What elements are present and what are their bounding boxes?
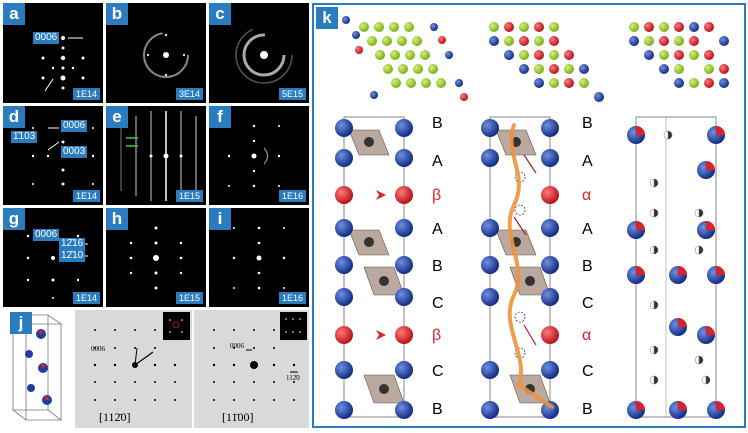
stack-label: β	[432, 327, 442, 344]
panel-label-k: k	[316, 7, 338, 29]
simulated-pattern-2: 0006 112̄0 [11̄00]	[194, 310, 309, 428]
panel-label-j: j	[10, 312, 32, 334]
dose-label-a: 1E14	[72, 88, 100, 100]
top-projection-lattices	[342, 16, 729, 102]
diffraction-pattern	[143, 32, 189, 78]
panel-d: d 1̄103 0006 0003 1E14	[3, 106, 103, 205]
crystal-structure-diagram	[335, 16, 729, 419]
index-label-1216: 12̄16	[59, 238, 86, 250]
panel-label-e: e	[106, 106, 128, 128]
simulated-pattern-1: 0006 [112̄0]	[75, 310, 192, 428]
panel-e: e 1E15	[106, 106, 206, 205]
panel-c: c 5E15	[209, 3, 309, 103]
stack-label: α	[582, 187, 592, 204]
stack-label: A	[432, 153, 443, 170]
stack-label: C	[432, 363, 444, 380]
dose-label-g: 1E14	[72, 292, 100, 304]
dose-label-i: 1E16	[278, 292, 306, 304]
panel-label-h: h	[106, 208, 128, 230]
structure-column-2	[481, 116, 559, 419]
sim2-zone-label: [11̄00]	[222, 410, 254, 424]
structure-column-3	[627, 116, 725, 419]
stack-label: B	[432, 115, 443, 132]
index-label-0006: 0006	[61, 120, 88, 132]
diffraction-pattern	[120, 111, 197, 201]
panel-i: i 1E16	[209, 208, 309, 307]
stack-label: C	[582, 295, 594, 312]
panel-label-i: i	[209, 208, 231, 230]
dose-label-h: 1E15	[175, 292, 203, 304]
panel-label-b: b	[106, 3, 128, 25]
dose-label-e: 1E15	[175, 190, 203, 202]
index-label-1210: 12̄10	[59, 250, 86, 262]
stack-label: B	[582, 258, 593, 275]
panel-label-a: a	[3, 3, 25, 25]
panel-label-g: g	[3, 208, 25, 230]
stack-label: B	[432, 401, 443, 418]
stack-label: C	[582, 363, 594, 380]
diffraction-pattern	[129, 226, 183, 290]
index-label-0006: 0006	[33, 229, 60, 241]
panel-a: a 0006 1E14	[3, 3, 103, 103]
simulated-spots	[93, 312, 190, 401]
stack-label: A	[432, 221, 443, 238]
panel-label-f: f	[209, 106, 231, 128]
unit-cell-sketch	[11, 314, 63, 421]
stack-label: C	[432, 295, 444, 312]
stack-label: B	[432, 258, 443, 275]
structure-column-1	[335, 116, 413, 419]
sim2-index-1120: 112̄0	[286, 374, 300, 382]
stack-label: A	[582, 221, 593, 238]
panel-k: k	[312, 3, 746, 428]
panel-f: f 1E16	[209, 106, 309, 205]
diffraction-pattern	[41, 36, 85, 92]
panel-label-c: c	[209, 3, 231, 25]
stack-label: β	[432, 187, 442, 204]
panel-h: h 1E15	[106, 208, 206, 307]
dose-label-d: 1E14	[72, 190, 100, 202]
panel-g: g 0006 12̄16 12̄10 1E14	[3, 208, 103, 307]
stack-label: B	[582, 115, 593, 132]
dose-label-f: 1E16	[278, 190, 306, 202]
dose-label-b: 3E14	[175, 88, 203, 100]
sim1-zone-label: [112̄0]	[99, 410, 131, 424]
panel-j: j 0006 [112̄0]	[3, 310, 309, 428]
index-label-1103: 1̄103	[11, 131, 38, 143]
index-label-0003: 0003	[61, 146, 88, 158]
panel-label-d: d	[3, 106, 25, 128]
dose-label-c: 5E15	[278, 88, 306, 100]
simulated-spots	[212, 312, 307, 401]
panel-b: b 3E14	[106, 3, 206, 103]
stack-label: α	[582, 327, 592, 344]
diffraction-pattern	[232, 226, 286, 290]
diffraction-pattern	[235, 26, 293, 84]
index-label-0006: 0006	[33, 32, 60, 44]
stack-label: A	[582, 153, 593, 170]
sim2-index-0006: 0006	[230, 342, 244, 350]
sim1-index-label: 0006	[91, 345, 105, 353]
stack-label: B	[582, 401, 593, 418]
